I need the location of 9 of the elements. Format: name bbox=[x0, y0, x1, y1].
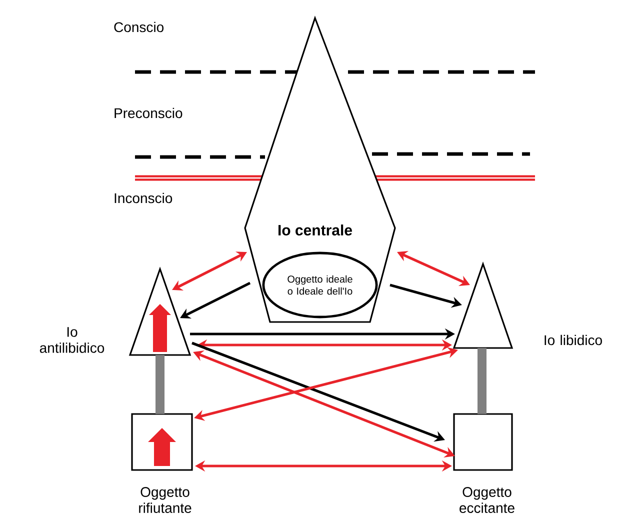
node-label: Oggetto eccitante bbox=[460, 487, 514, 513]
connector-bar bbox=[156, 355, 164, 414]
layer-label: Conscio bbox=[114, 22, 164, 32]
connector-bar bbox=[478, 348, 486, 414]
layer-label: Inconscio bbox=[114, 192, 172, 204]
layer-label: Preconscio bbox=[114, 108, 182, 118]
node-label: Io antilibidico bbox=[40, 327, 104, 353]
node-label: Io libidico bbox=[544, 334, 602, 346]
node-label: Oggetto rifiutante bbox=[139, 487, 192, 513]
